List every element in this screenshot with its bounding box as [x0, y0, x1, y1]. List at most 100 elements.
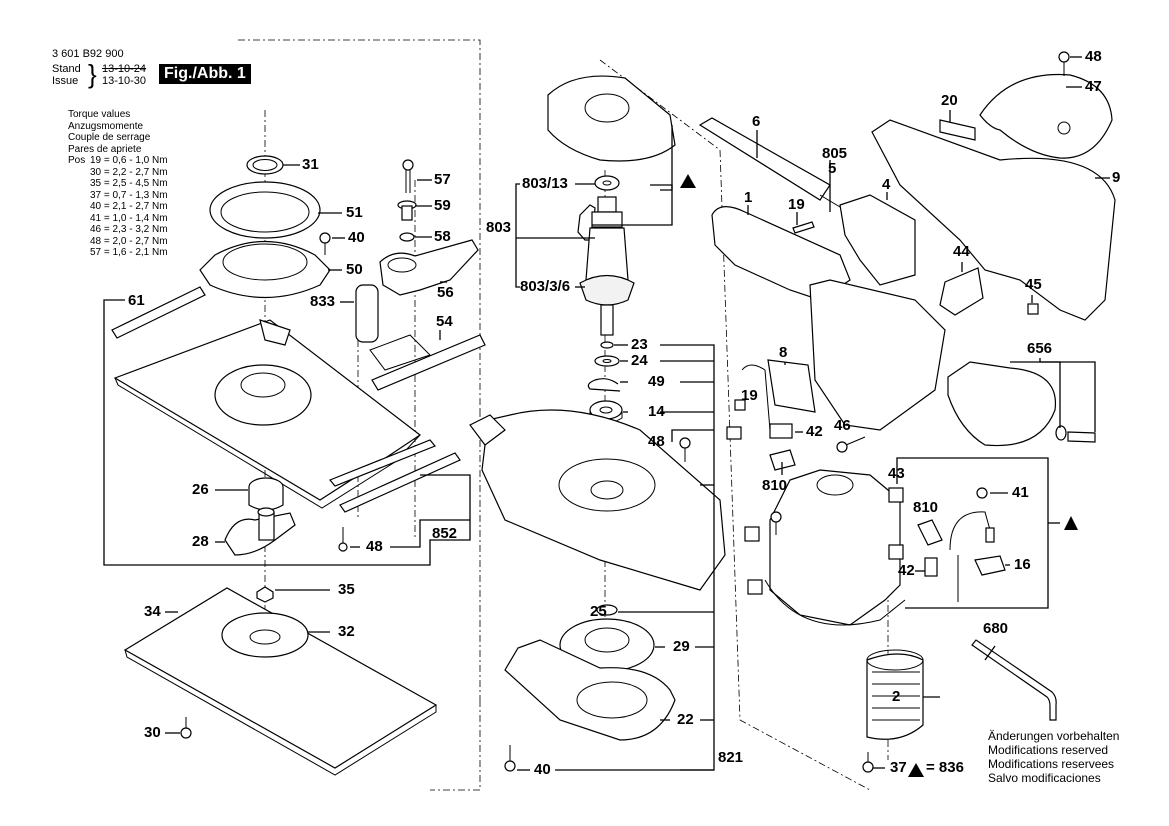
torque-row: 57 = 1,6 - 2,1 Nm: [68, 247, 168, 259]
label-805: 805: [822, 145, 848, 162]
label-5: 5: [828, 160, 837, 177]
part-22-fan-housing: [504, 639, 676, 741]
part-34-plate: [123, 587, 438, 776]
label-23: 23: [631, 336, 648, 353]
part-26-bearing: [248, 477, 284, 511]
part-656-cap: [947, 361, 1096, 447]
label-19-a: 19: [788, 196, 805, 213]
label-24: 24: [631, 352, 648, 369]
part-48-screw-a: [338, 527, 348, 552]
torque-pos: 37: [90, 189, 102, 201]
part-40-screw-b: [504, 745, 516, 772]
torque-pos: 57: [90, 247, 102, 258]
note-fr: Modifications reservees: [988, 757, 1115, 771]
part-37-screw: [862, 752, 874, 773]
part-20-label: [939, 119, 976, 141]
part-48-screw-c: [1058, 51, 1070, 76]
part-24-washer: [594, 355, 620, 367]
part-50-cover: [199, 241, 331, 298]
label-42-a: 42: [806, 423, 823, 440]
old-date: 13-10-24: [102, 63, 147, 75]
triangle-marker-right: [1064, 516, 1078, 530]
equals-sign: =: [101, 155, 113, 166]
label-56: 56: [437, 284, 454, 301]
torque-range: 2,1 - 2,7 Nm: [112, 201, 168, 212]
part-680-hex-key: [971, 639, 1057, 721]
part-51-foam-ring: [209, 181, 321, 239]
torque-pos: 48: [90, 235, 102, 247]
label-46: 46: [834, 417, 851, 434]
label-48-c: 48: [1085, 48, 1102, 65]
label-31: 31: [302, 156, 319, 173]
stand-label: Stand: [52, 63, 81, 75]
label-810-a: 810: [762, 477, 788, 494]
label-40-b: 40: [534, 761, 551, 778]
part-9-housing-shell: [871, 119, 1116, 321]
modification-notes: Änderungen vorbehalten Modifications res…: [988, 729, 1119, 785]
part-29-fan: [559, 618, 655, 672]
torque-range: 2,0 - 2,7 Nm: [112, 235, 168, 247]
part-35-nut: [256, 586, 274, 603]
label-61: 61: [128, 292, 145, 309]
label-4: 4: [882, 176, 891, 193]
torque-title-fr: Couple de serrage: [68, 132, 151, 143]
part-59-sleeve: [397, 200, 417, 221]
label-47: 47: [1085, 78, 1102, 95]
part-40-screw: [319, 232, 331, 255]
label-58: 58: [434, 228, 451, 245]
label-59: 59: [434, 197, 451, 214]
torque-row: 41 = 1,0 - 1,4 Nm: [68, 213, 168, 225]
label-833: 833: [310, 293, 336, 310]
part-48-screw-b: [679, 437, 691, 462]
torque-pos: 46: [90, 224, 102, 235]
part-19-screw-a: [792, 221, 815, 234]
label-37: 37: [890, 759, 907, 776]
torque-range: 0,6 - 1,0 Nm: [112, 155, 168, 166]
new-date: 13-10-30: [102, 75, 147, 87]
label-803-3-6: 803/3/6: [520, 278, 571, 295]
torque-title-en: Torque values: [68, 109, 131, 120]
part-2-stator: [866, 649, 924, 740]
part-61-rod: [111, 286, 206, 339]
equals-sign: =: [101, 189, 113, 201]
part-45-nut: [1027, 303, 1039, 315]
assembly-boundary-left: [238, 39, 481, 410]
torque-pos: 30: [90, 166, 102, 178]
label-34: 34: [144, 603, 161, 620]
part-44-wheel: [939, 267, 984, 316]
triangle-marker-legend: [908, 763, 924, 777]
equals-sign: =: [101, 201, 113, 212]
label-20: 20: [941, 92, 958, 109]
torque-title-de: Anzugsmomente: [68, 120, 144, 132]
torque-row: 48 = 2,0 - 2,7 Nm: [68, 236, 168, 248]
upper-fan-cover: [547, 75, 676, 162]
base-plate: [113, 319, 422, 509]
note-es: Salvo modificaciones: [988, 771, 1101, 785]
torque-range: 2,3 - 3,2 Nm: [112, 224, 168, 235]
part-56-lever: [379, 239, 479, 296]
label-41: 41: [1012, 484, 1029, 501]
motor-housing: [809, 279, 946, 431]
label-803-13: 803/13: [522, 175, 568, 192]
part-49-circlip: [587, 378, 621, 392]
screw-motor: [770, 511, 782, 535]
torque-row: 40 = 2,1 - 2,7 Nm: [68, 201, 168, 213]
leader-lines: [103, 56, 1110, 771]
equals-sign: =: [101, 212, 113, 224]
label-6: 6: [752, 113, 761, 130]
torque-range: 2,2 - 2,7 Nm: [112, 166, 168, 178]
part-833-pad: [355, 284, 379, 343]
label-810-b: 810: [913, 499, 939, 516]
torque-range: 0,7 - 1,3 Nm: [112, 189, 168, 201]
torque-row: 35 = 2,5 - 4,5 Nm: [68, 178, 168, 190]
label-50: 50: [346, 261, 363, 278]
equals-sign: =: [101, 178, 113, 189]
part-47-grille: [979, 73, 1113, 159]
label-51: 51: [346, 204, 363, 221]
part-803-13-bearing: [594, 175, 620, 191]
label-852: 852: [432, 525, 458, 542]
label-30: 30: [144, 724, 161, 741]
housing-base: [469, 409, 726, 591]
